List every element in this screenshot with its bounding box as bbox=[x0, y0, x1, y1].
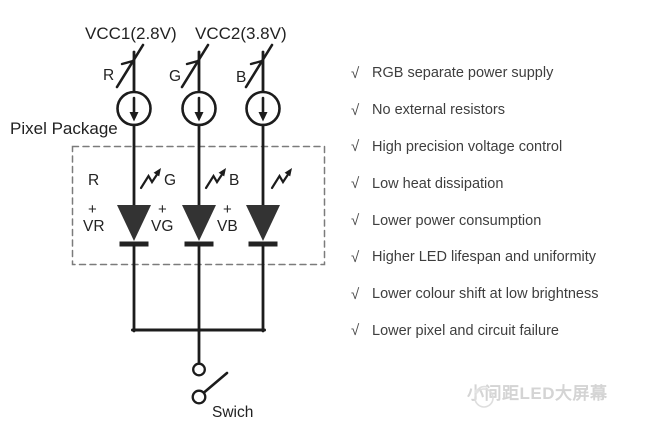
vcc1-label: VCC1(2.8V) bbox=[85, 24, 177, 43]
watermark-logo-icon bbox=[474, 385, 494, 408]
feature-text: Lower power consumption bbox=[372, 212, 542, 229]
r-led-cathode-bar bbox=[119, 241, 149, 247]
g-plus-sign: + bbox=[158, 201, 167, 218]
check-mark: √ bbox=[351, 64, 360, 82]
g-led-emission-arrow bbox=[204, 168, 226, 190]
r-branch bbox=[115, 43, 161, 333]
pixel-package-label: Pixel Package bbox=[10, 119, 118, 138]
r-led-triangle bbox=[117, 205, 151, 241]
b-current-arrow-head bbox=[258, 112, 268, 122]
feature-item: √ Higher LED lifespan and uniformity bbox=[351, 239, 651, 276]
feature-text: No external resistors bbox=[372, 102, 505, 119]
r-plus-sign: + bbox=[88, 201, 97, 218]
b-branch bbox=[244, 43, 292, 333]
g-led-triangle bbox=[182, 205, 216, 241]
g-led-label: G bbox=[164, 172, 177, 189]
b-voltage-label: VB bbox=[217, 218, 238, 235]
b-led-triangle bbox=[246, 205, 280, 241]
feature-text: High precision voltage control bbox=[372, 138, 563, 155]
check-mark: √ bbox=[351, 101, 360, 119]
check-mark: √ bbox=[351, 175, 360, 193]
b-switch-lever bbox=[244, 43, 274, 89]
g-led-cathode-bar bbox=[184, 241, 214, 247]
b-led-cathode-bar bbox=[248, 241, 278, 247]
b-switch-label: B bbox=[236, 69, 247, 86]
main-switch-lever bbox=[202, 371, 229, 394]
feature-item: √ Lower pixel and circuit failure bbox=[351, 313, 651, 350]
watermark-text: 小间距LED大屏幕 bbox=[467, 384, 608, 403]
feature-item: √ Lower colour shift at low brightness bbox=[351, 276, 651, 313]
feature-text: RGB separate power supply bbox=[372, 65, 554, 82]
b-led-emission-arrow bbox=[270, 168, 292, 190]
g-switch-lever bbox=[180, 43, 210, 89]
r-voltage-label: VR bbox=[83, 218, 105, 235]
g-switch-contact bbox=[185, 59, 200, 66]
feature-item: √ No external resistors bbox=[351, 92, 651, 129]
feature-item: √ Lower power consumption bbox=[351, 202, 651, 239]
check-mark: √ bbox=[351, 212, 360, 230]
feature-item: √ RGB separate power supply bbox=[351, 55, 651, 92]
r-switch-label: R bbox=[103, 67, 115, 84]
check-mark: √ bbox=[351, 322, 360, 340]
g-branch bbox=[180, 43, 226, 333]
r-led-emission-arrow bbox=[139, 168, 161, 190]
b-switch-contact bbox=[249, 59, 264, 66]
r-current-arrow-head bbox=[129, 112, 139, 122]
check-mark: √ bbox=[351, 138, 360, 156]
watermark: 小间距LED大屏幕 bbox=[467, 379, 608, 408]
features-list: √ RGB separate power supply √ No externa… bbox=[351, 55, 651, 349]
r-switch-contact bbox=[120, 59, 135, 66]
main-switch-terminal-bottom bbox=[191, 389, 207, 405]
check-mark: √ bbox=[351, 248, 360, 266]
feature-text: Lower colour shift at low brightness bbox=[372, 286, 599, 303]
b-plus-sign: + bbox=[223, 201, 232, 218]
g-switch-label: G bbox=[169, 68, 182, 85]
feature-text: Higher LED lifespan and uniformity bbox=[372, 249, 597, 266]
feature-text: Lower pixel and circuit failure bbox=[372, 322, 559, 339]
r-switch-lever bbox=[115, 43, 145, 89]
feature-item: √ Low heat dissipation bbox=[351, 165, 651, 202]
g-current-arrow-head bbox=[194, 112, 204, 122]
vcc2-label: VCC2(3.8V) bbox=[195, 24, 287, 43]
main-switch-symbol bbox=[191, 362, 229, 405]
feature-item: √ High precision voltage control bbox=[351, 129, 651, 166]
feature-text: Low heat dissipation bbox=[372, 175, 504, 192]
g-voltage-label: VG bbox=[151, 218, 174, 235]
main-switch-label: Swich bbox=[212, 404, 254, 421]
b-led-label: B bbox=[229, 172, 240, 189]
check-mark: √ bbox=[351, 285, 360, 303]
main-switch-terminal-top bbox=[192, 362, 206, 377]
r-led-label: R bbox=[88, 172, 100, 189]
